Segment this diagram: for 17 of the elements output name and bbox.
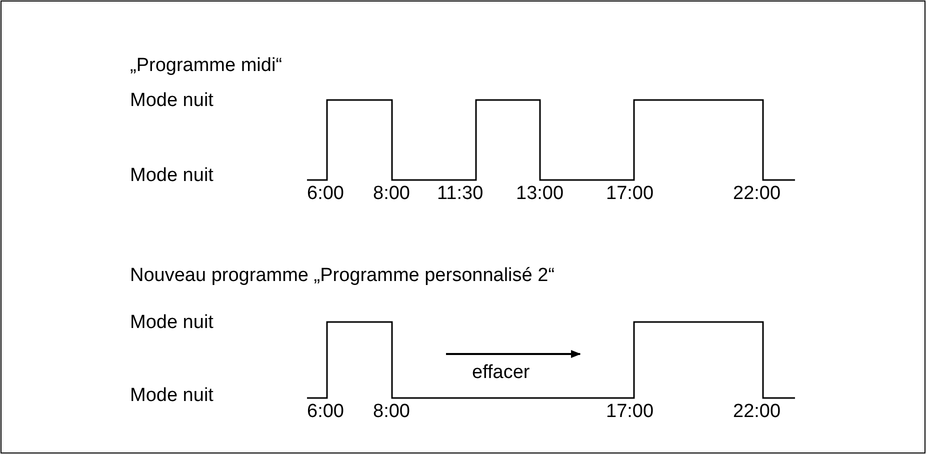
mode-label: Mode nuit	[130, 165, 214, 187]
program-title: „Programme midi“	[130, 55, 282, 77]
time-label: 17:00	[606, 401, 654, 423]
time-label: 6:00	[307, 401, 344, 423]
time-label: 13:00	[516, 183, 564, 205]
time-label: 8:00	[373, 183, 410, 205]
time-label: 6:00	[307, 183, 344, 205]
time-label: 17:00	[606, 183, 654, 205]
mode-label: Mode nuit	[130, 312, 214, 334]
program-title: Nouveau programme „Programme personnalisé 2“	[130, 265, 555, 287]
mode-label: Mode nuit	[130, 90, 214, 112]
time-label: 22:00	[733, 183, 781, 205]
time-label: 8:00	[373, 401, 410, 423]
arrow-label: effacer	[472, 362, 530, 384]
time-label: 22:00	[733, 401, 781, 423]
mode-label: Mode nuit	[130, 385, 214, 407]
time-label: 11:30	[437, 183, 484, 205]
